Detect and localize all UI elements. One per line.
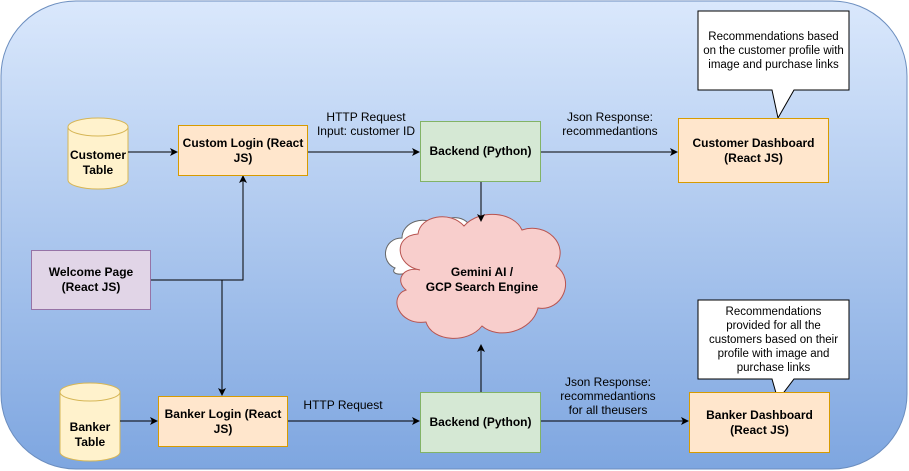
banker-login-box: Banker Login (React JS) [158, 396, 288, 447]
banker-dashboard-box: Banker Dashboard (React JS) [689, 392, 830, 453]
customer-callout-shape [697, 10, 850, 120]
banker-callout-text: Recommendations provided for all the cus… [708, 305, 839, 374]
customer-dashboard-box: Customer Dashboard (React JS) [678, 118, 829, 183]
banker-table-label: Banker Table [69, 420, 111, 449]
gemini-label: Gemini AI / GCP Search Engine [425, 265, 539, 294]
edge-welcome-to-custom-login [151, 175, 247, 281]
backend-top-box: Backend (Python) [420, 121, 541, 182]
banker-table-cylinder [59, 382, 121, 462]
customer-callout-text: Recommendations based on the customer pr… [703, 30, 844, 71]
banker-callout-shape [697, 299, 850, 402]
json-response-bottom-label: Json Response: recommedantions for all t… [560, 375, 656, 417]
custom-login-box: Custom Login (React JS) [178, 125, 308, 176]
http-request-top-label: HTTP Request Input: customer ID [316, 110, 416, 138]
backend-bottom-box: Backend (Python) [420, 392, 541, 453]
welcome-page-box: Welcome Page (React JS) [31, 250, 151, 310]
customer-table-cylinder [67, 117, 129, 190]
json-response-top-label: Json Response: recommedantions [562, 110, 658, 138]
customer-table-label: Customer Table [69, 148, 126, 177]
gemini-cloud [396, 213, 566, 339]
http-request-bottom-label: HTTP Request [303, 398, 383, 412]
